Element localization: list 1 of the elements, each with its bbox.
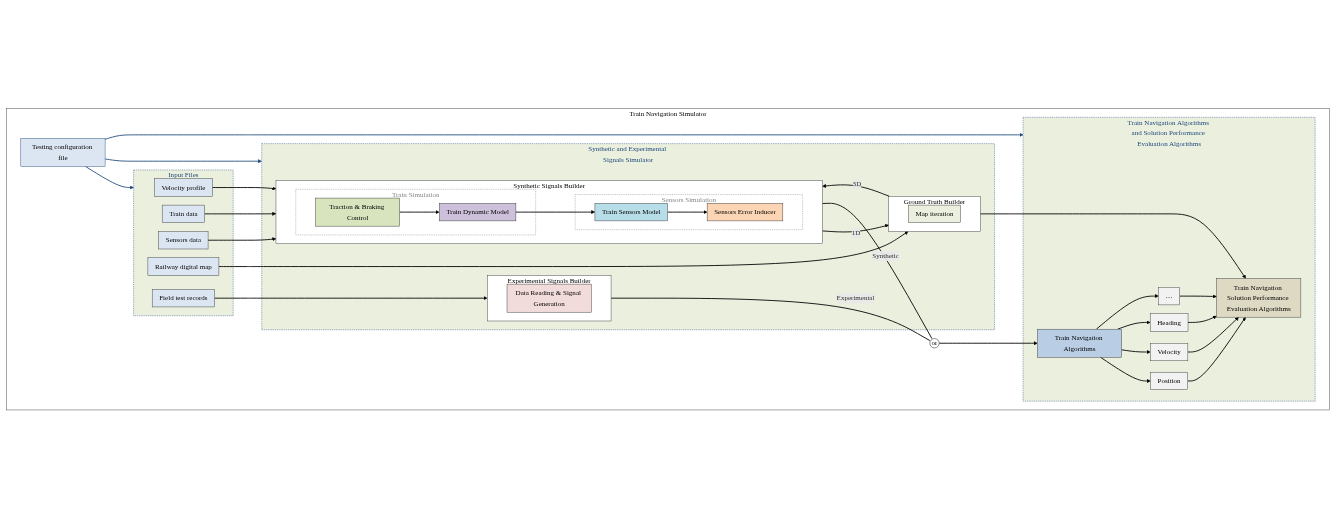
connector	[610, 297, 931, 341]
